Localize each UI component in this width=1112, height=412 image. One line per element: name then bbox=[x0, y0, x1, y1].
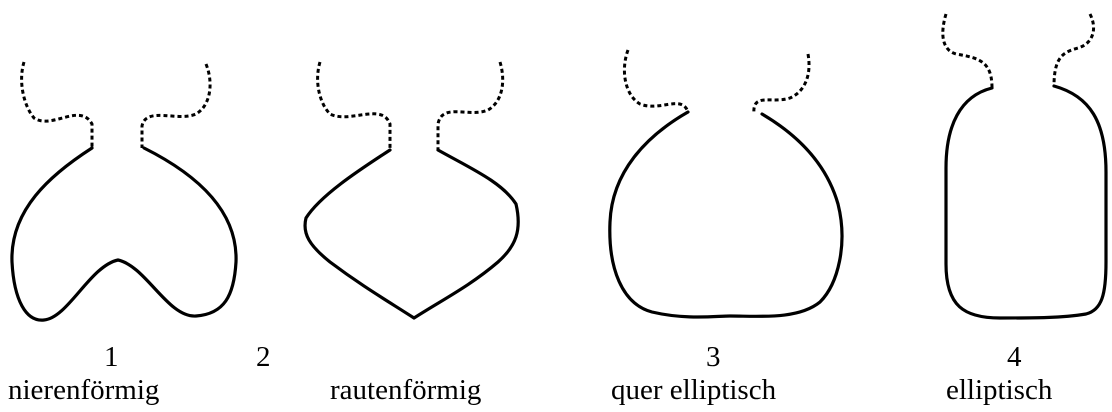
shape-3-outline bbox=[608, 110, 844, 319]
shape-4-ellipse bbox=[941, 13, 1108, 320]
shape-4-outline bbox=[944, 84, 1108, 320]
shape-3-right-neck-dashed bbox=[752, 53, 811, 115]
shape-1-name: nierenförmig bbox=[8, 374, 160, 406]
shape-2-left-neck-dashed bbox=[316, 61, 392, 150]
shape-2-diamond bbox=[303, 61, 520, 320]
shape-1-left-neck-dashed bbox=[20, 61, 94, 148]
shape-3-transverse-ellipse bbox=[608, 49, 844, 319]
shape-3-number: 3 bbox=[706, 341, 721, 373]
shape-1-outline bbox=[10, 146, 238, 322]
shape-3-left-neck-dashed bbox=[622, 49, 690, 113]
shape-4-right-neck-dashed bbox=[1052, 13, 1095, 87]
shape-4-number: 4 bbox=[1007, 341, 1022, 373]
shape-4-name: elliptisch bbox=[946, 374, 1053, 406]
shape-4-left-neck-dashed bbox=[941, 13, 994, 89]
shape-2-number: 2 bbox=[256, 341, 271, 373]
shape-1-kidney bbox=[10, 61, 238, 322]
shape-3-name: quer elliptisch bbox=[611, 374, 777, 406]
shape-1-right-neck-dashed bbox=[140, 63, 212, 148]
shape-2-outline bbox=[303, 148, 520, 320]
shape-2-right-neck-dashed bbox=[436, 61, 505, 150]
shape-2-name: rautenförmig bbox=[330, 374, 482, 406]
shape-1-number: 1 bbox=[104, 341, 119, 373]
